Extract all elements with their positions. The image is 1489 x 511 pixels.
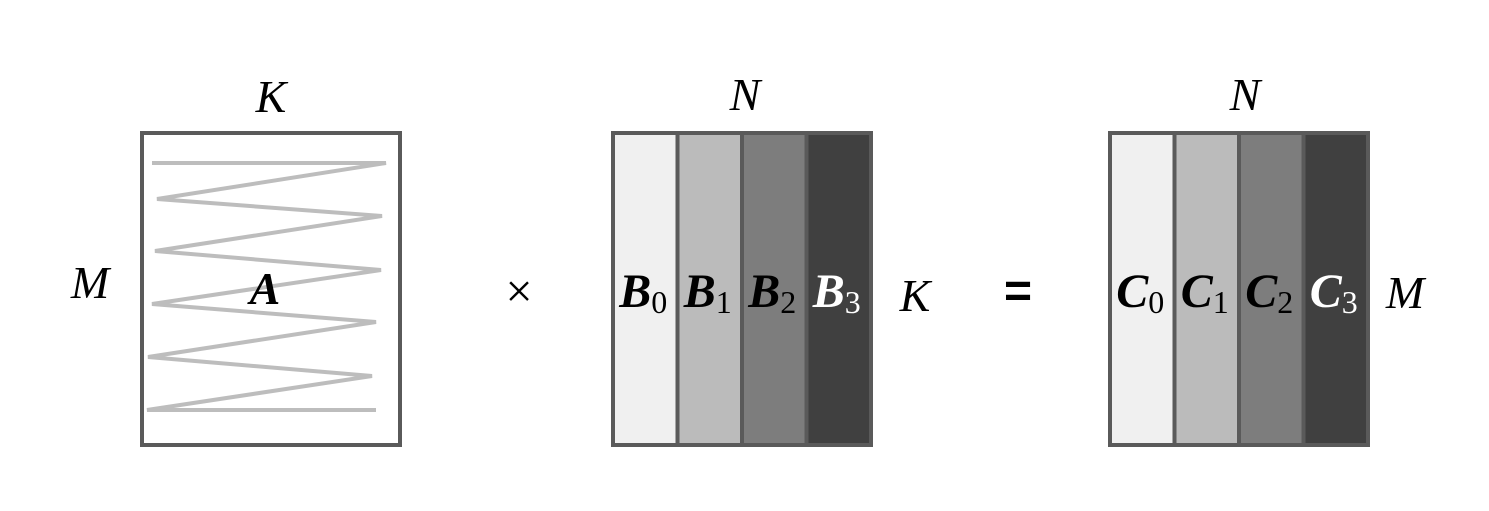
matrix-b: B0 B1 B2 B3 N K — [611, 69, 933, 447]
matrix-b-block-2 — [740, 131, 809, 447]
matrix-b-block-label-3: B3 — [812, 265, 861, 320]
matrix-b-block-label-1: B1 — [683, 265, 732, 320]
multiply-operator: × — [505, 265, 532, 318]
matrix-b-frame — [611, 131, 873, 447]
matrix-a-row-dim-label: M — [70, 257, 112, 308]
matrix-a-col-dim-label: K — [255, 71, 289, 122]
matrix-c-row-dim-label: M — [1385, 267, 1427, 318]
matrix-c-block-label-3: C3 — [1310, 265, 1358, 320]
matrix-b-block-label-2: B2 — [747, 265, 796, 320]
matrix-c-block-label-2: C2 — [1245, 265, 1293, 320]
row-major-zigzag — [146, 161, 387, 412]
matrix-b-row-dim-label: K — [899, 270, 933, 321]
matrix-c-block-label-0: C0 — [1116, 265, 1164, 320]
matrix-a: K M A — [70, 71, 402, 447]
matrix-b-blocks: B0 B1 B2 B3 — [611, 131, 873, 447]
matrix-c-block-label-1: C1 — [1181, 265, 1229, 320]
matrix-c-blocks: C0 C1 C2 C3 — [1108, 131, 1370, 447]
matrix-c-frame — [1108, 131, 1370, 447]
equals-operator: = — [1004, 265, 1032, 318]
matrix-c: C0 C1 C2 C3 N M — [1108, 69, 1427, 447]
matrix-b-col-dim-label: N — [729, 69, 763, 120]
matrix-c-col-dim-label: N — [1229, 69, 1263, 120]
matrix-a-name: A — [247, 263, 281, 314]
matrix-b-block-label-0: B0 — [618, 265, 667, 320]
